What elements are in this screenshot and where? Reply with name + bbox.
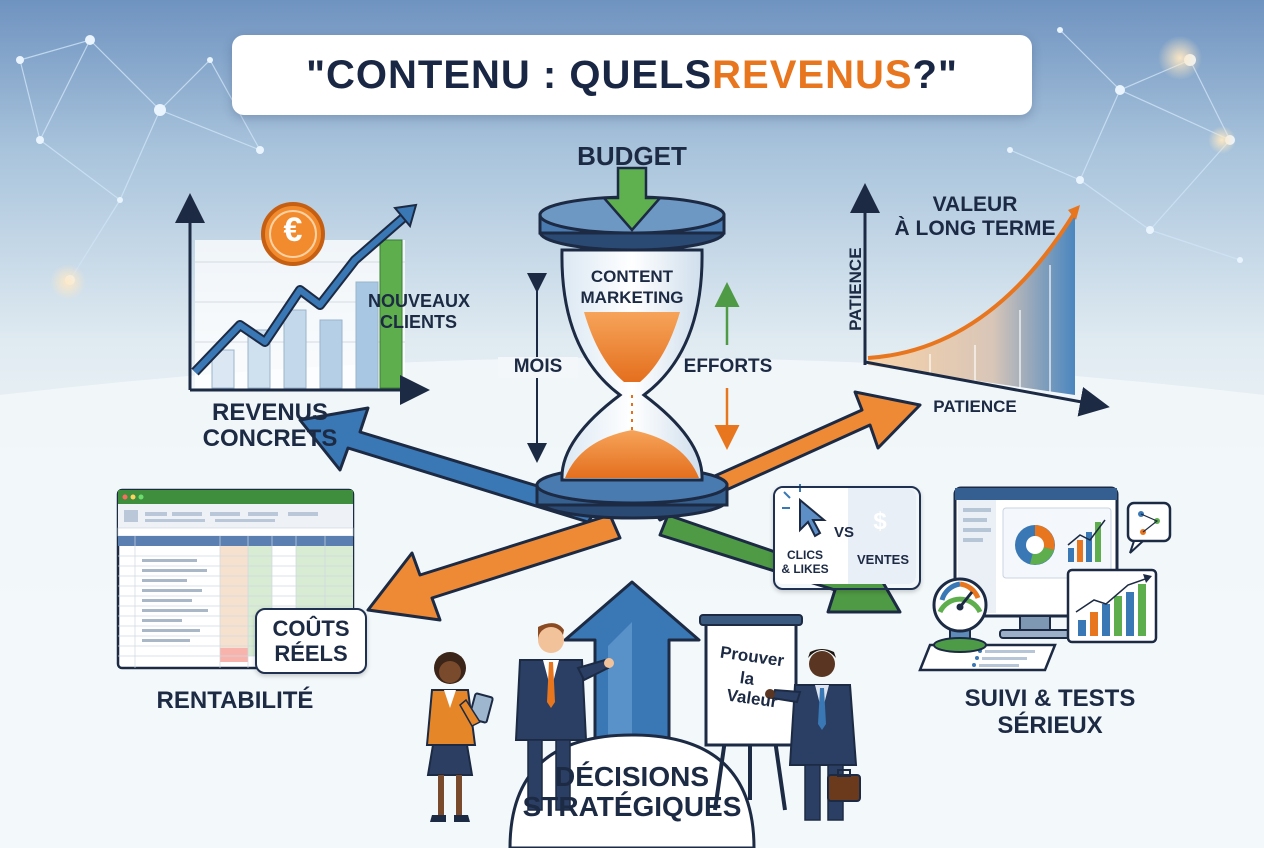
real-costs-label-1: COÛTS — [272, 616, 350, 641]
euro-symbol: € — [283, 211, 303, 249]
clicks-panel — [775, 488, 848, 584]
cursor-icon-overlay — [782, 488, 827, 538]
sales-panel — [848, 488, 916, 584]
real-costs-badge — [255, 608, 367, 674]
clicks-vs-sales-card — [773, 486, 921, 590]
patience-ylabel: PATIENCE — [845, 247, 865, 331]
new-clients-label-2: CLIENTS — [380, 312, 458, 332]
tracking-label-1: SUIVI & TESTS — [964, 685, 1136, 712]
man-left-figure — [514, 623, 614, 811]
long-term-title-1: VALEUR — [932, 193, 1018, 216]
patience-xlabel: PATIENCE — [933, 397, 1017, 416]
clicks-label-2: & LIKES — [781, 562, 829, 576]
decisions-label-2: STRATÉGIQUES — [522, 791, 742, 822]
content-label: CONTENT — [590, 267, 674, 286]
flipchart-icon — [699, 614, 803, 811]
mois-label: MOIS — [498, 356, 578, 378]
concrete-revenue-label-1: REVENUS — [211, 399, 329, 426]
clicks-label-1: CLICS — [787, 548, 823, 562]
long-term-value-chart — [850, 183, 1110, 417]
orange-arrow-lower-left — [366, 513, 622, 622]
title-banner: "CONTENU : QUELS REVENUS ?" — [232, 35, 1032, 115]
title-highlight: REVENUS — [712, 52, 913, 97]
concrete-revenue-label-2: CONCRETS — [202, 425, 338, 452]
profitability-label: RENTABILITÉ — [156, 687, 314, 714]
new-clients-label-1: NOUVEAUX — [368, 291, 471, 311]
chat-bubble-icon — [1126, 501, 1172, 554]
title-suffix: ?" — [912, 52, 958, 97]
title-prefix: "CONTENU : QUELS — [306, 52, 713, 97]
growth-chart-card — [1066, 568, 1158, 644]
vs-label: VS — [833, 524, 854, 541]
marketing-label: MARKETING — [580, 288, 684, 307]
gauge-icon — [918, 577, 1057, 672]
briefcase-icon — [827, 769, 861, 802]
efforts-label: EFFORTS — [683, 356, 773, 377]
tracking-label-2: SÉRIEUX — [997, 712, 1103, 739]
sales-label: VENTES — [856, 552, 909, 567]
revenue-chart — [175, 193, 430, 405]
spreadsheet-icon — [116, 488, 355, 670]
decisions-bubble — [508, 733, 756, 848]
dollar-symbol: $ — [873, 508, 887, 535]
man-right-figure — [765, 649, 861, 821]
hourglass-icon — [535, 166, 729, 520]
network-background — [19, 29, 1241, 281]
euro-coin-icon — [261, 202, 325, 266]
blue-up-arrow — [563, 580, 701, 747]
real-costs-label-2: RÉELS — [274, 641, 348, 666]
decisions-label-1: DÉCISIONS — [554, 761, 710, 792]
woman-figure — [425, 652, 494, 822]
long-term-title-2: À LONG TERME — [894, 217, 1056, 240]
budget-label: BUDGET — [577, 141, 687, 171]
